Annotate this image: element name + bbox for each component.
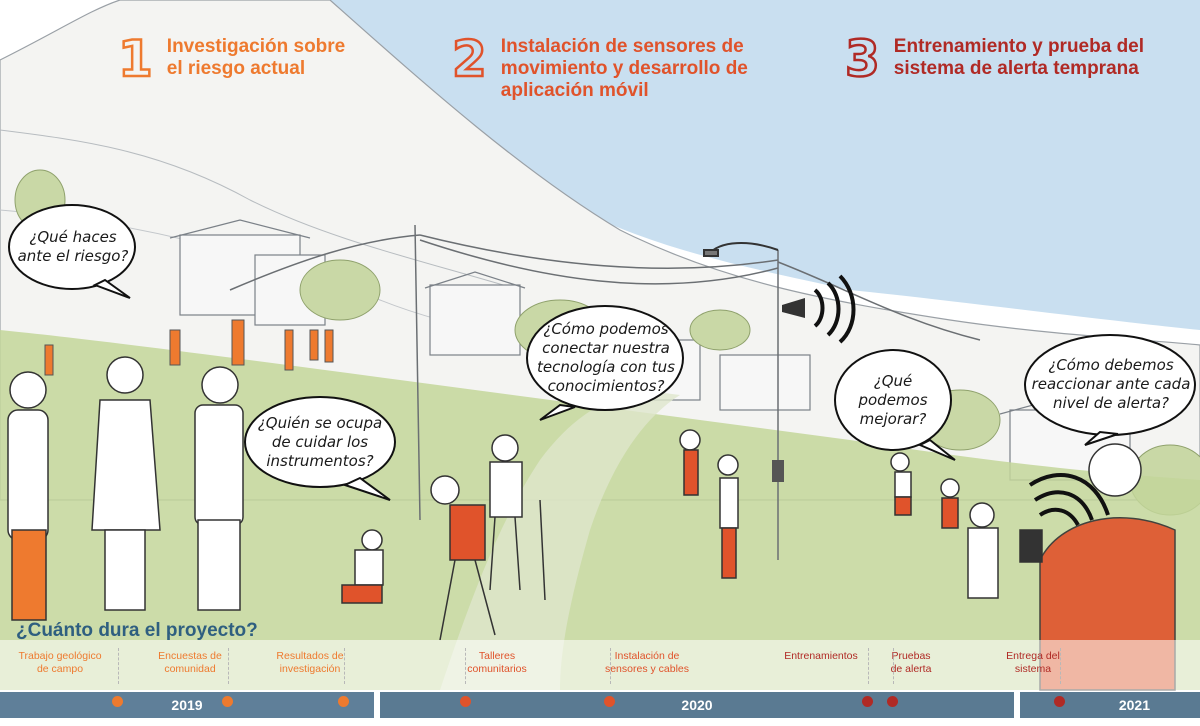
phase-3-title: Entrenamiento y prueba del sistema de al…	[893, 36, 1145, 79]
phase-2-title: Instalación de sensores de movimiento y …	[500, 36, 748, 101]
milestone-divider	[868, 648, 869, 684]
year-label-2019: 2019	[171, 697, 203, 713]
milestone-dot	[887, 696, 898, 707]
milestone-label-system-delivery: Entrega del sistema	[1006, 650, 1060, 675]
milestone-dot	[1054, 696, 1065, 707]
speech-bubble-risk-text: ¿Qué haces ante el riesgo?	[17, 228, 129, 265]
phase-2-number: 2	[451, 30, 488, 88]
phone-signal	[1028, 473, 1110, 527]
milestone-divider	[893, 648, 894, 684]
year-bar-2021: 2021	[1020, 692, 1200, 718]
phase-1-title: Investigación sobre el riesgo actual	[166, 36, 346, 79]
milestone-dot	[222, 696, 233, 707]
speech-bubble-instruments-text: ¿Quién se ocupa de cuidar los instrument…	[257, 414, 383, 470]
milestone-dot	[862, 696, 873, 707]
year-label-2021: 2021	[1118, 697, 1150, 713]
phase-1-number: 1	[117, 30, 154, 88]
milestone-divider	[228, 648, 229, 684]
speech-bubble-technology: ¿Cómo podemos conectar nuestra tecnologí…	[528, 320, 684, 396]
power-lines	[229, 224, 981, 560]
milestone-dot	[604, 696, 615, 707]
year-bar-2020: 2020	[380, 692, 1014, 718]
sensor-device	[772, 460, 784, 482]
phase-2-heading: 2 Instalación de sensores de movimiento …	[451, 30, 792, 102]
milestone-label-community-workshops: Talleres comunitarios	[467, 650, 527, 675]
speech-bubble-alert-levels: ¿Cómo debemos reaccionar ante cada nivel…	[1028, 356, 1194, 413]
milestone-label-geological-fieldwork: Trabajo geológico de campo	[18, 650, 102, 675]
phase-3-number: 3	[844, 30, 881, 88]
milestone-dot	[112, 696, 123, 707]
year-bar-2019: 2019	[0, 692, 374, 718]
phase-1-heading: 1 Investigación sobre el riesgo actual	[117, 30, 418, 88]
phase-3-heading: 3 Entrenamiento y prueba del sistema de …	[844, 30, 1185, 88]
milestone-label-research-results: Resultados de investigación	[276, 650, 344, 675]
milestone-dot	[460, 696, 471, 707]
milestone-label-sensor-installation: Instalación de sensores y cables	[604, 650, 690, 675]
speech-bubble-instruments: ¿Quién se ocupa de cuidar los instrument…	[248, 414, 392, 471]
milestone-divider	[465, 648, 466, 684]
speech-bubble-improve-text: ¿Qué podemos mejorar?	[858, 372, 928, 428]
speech-bubble-improve: ¿Qué podemos mejorar?	[838, 372, 948, 429]
sky-blue	[300, 0, 1200, 330]
milestone-divider	[1060, 648, 1061, 684]
speech-bubble-shapes	[8, 204, 1196, 501]
milestone-divider	[118, 648, 119, 684]
street-lamp	[703, 242, 779, 257]
year-label-2020: 2020	[681, 697, 713, 713]
speech-bubble-alert-levels-text: ¿Cómo debemos reaccionar ante cada nivel…	[1031, 356, 1191, 412]
milestone-divider	[610, 648, 611, 684]
speech-bubble-technology-text: ¿Cómo podemos conectar nuestra tecnologí…	[537, 320, 675, 395]
milestone-divider	[344, 648, 345, 684]
speech-bubble-risk: ¿Qué haces ante el riesgo?	[12, 228, 134, 266]
siren	[782, 274, 856, 344]
timeline-question: ¿Cuánto dura el proyecto?	[16, 620, 258, 641]
milestone-dot	[338, 696, 349, 707]
distant-people	[44, 319, 334, 376]
milestone-label-trainings: Entrenamientos	[784, 650, 858, 662]
milestone-label-community-surveys: Encuestas de comunidad	[158, 650, 222, 675]
people	[7, 356, 1176, 691]
path	[440, 390, 680, 690]
milestone-label-alert-tests: Pruebas de alerta	[890, 650, 932, 675]
